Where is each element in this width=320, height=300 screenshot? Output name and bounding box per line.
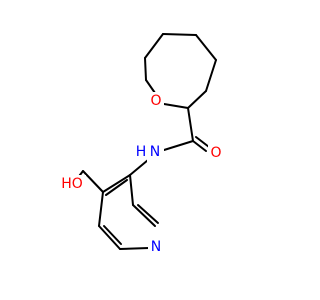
bond [162, 33, 197, 36]
carbonyl-oxygen-label: O [210, 145, 221, 161]
bond [187, 107, 194, 142]
bond [82, 170, 104, 193]
label-background [148, 92, 164, 110]
ring-oxygen-label: O [150, 93, 161, 109]
amide-hydrogen-label: H [136, 144, 147, 160]
label-background [208, 145, 224, 163]
bond [137, 204, 159, 224]
bond [119, 247, 150, 250]
bond [195, 34, 217, 61]
bond [163, 140, 194, 151]
bond [129, 174, 134, 206]
bond [98, 225, 121, 250]
bond [205, 59, 217, 92]
bond [98, 191, 104, 227]
bond-layer [74, 33, 217, 250]
bond [187, 90, 207, 109]
label-background [148, 239, 165, 257]
bond [144, 33, 164, 59]
label-background [147, 144, 164, 162]
bond [195, 136, 210, 148]
label-background [58, 175, 86, 193]
bond [129, 159, 149, 176]
bond [192, 140, 207, 152]
amide-nitrogen-label: N [150, 144, 160, 160]
bond [105, 179, 128, 196]
structure-diagram: O O N H HO N [58, 33, 224, 257]
bond [103, 225, 122, 245]
atom-label-layer: O O N H HO N [58, 92, 224, 257]
bond [145, 79, 156, 94]
molecule-drawing: O O N H HO N [58, 33, 224, 257]
bond [102, 174, 131, 193]
pyridine-nitrogen-label: N [151, 239, 161, 255]
bond [144, 57, 147, 81]
bond [132, 204, 156, 227]
hydroxyl-label: HO [61, 176, 83, 192]
